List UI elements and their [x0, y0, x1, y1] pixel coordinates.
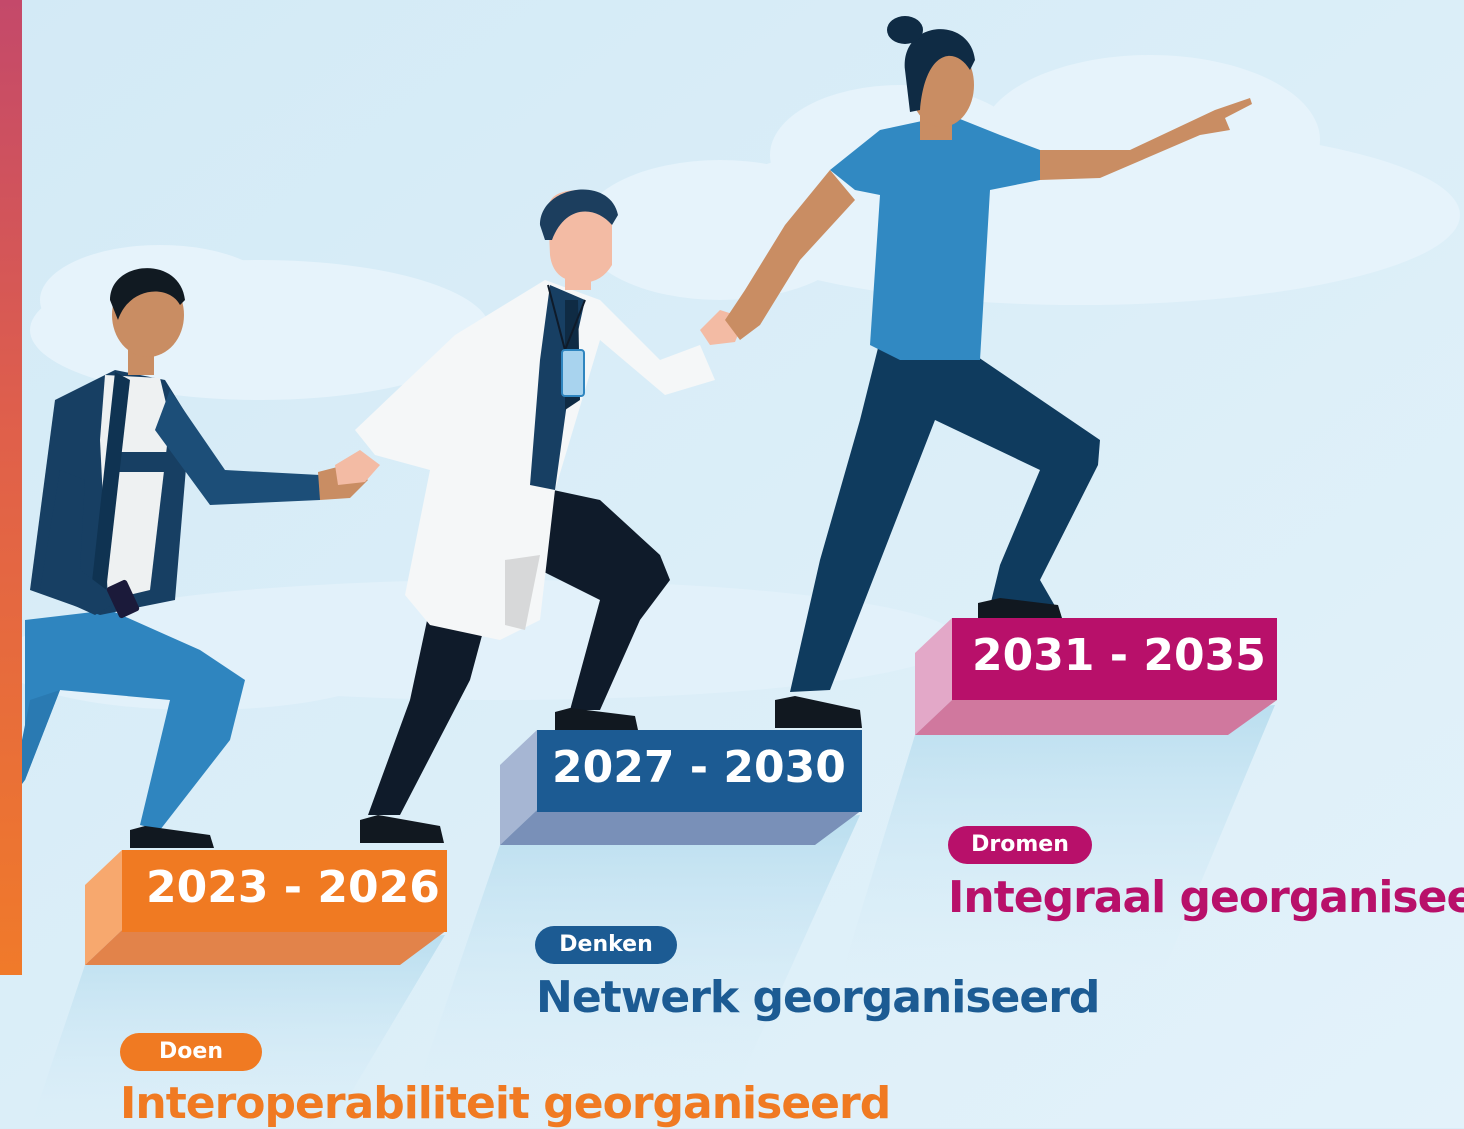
badge-doen: Doen [120, 1033, 262, 1071]
heading-integraal: Integraal georganiseerd [948, 872, 1464, 923]
accent-bar [0, 0, 22, 975]
badge-dromen: Dromen [948, 826, 1092, 864]
person-casual [10, 268, 368, 848]
heading-interoperabiliteit: Interoperabiliteit georganiseerd [120, 1078, 891, 1129]
heading-netwerk: Netwerk georganiseerd [536, 972, 1100, 1023]
step-label-2023-2026: 2023 - 2026 [146, 862, 440, 913]
nurse-pointing [725, 16, 1252, 728]
step-2031-2035 [915, 618, 1277, 735]
step-label-2027-2030: 2027 - 2030 [552, 742, 846, 793]
step-2027-2030 [500, 730, 862, 845]
badge-denken: Denken [535, 926, 677, 964]
doctor-white-coat [335, 189, 745, 843]
step-label-2031-2035: 2031 - 2035 [972, 630, 1266, 681]
step-2023-2026 [85, 850, 447, 965]
